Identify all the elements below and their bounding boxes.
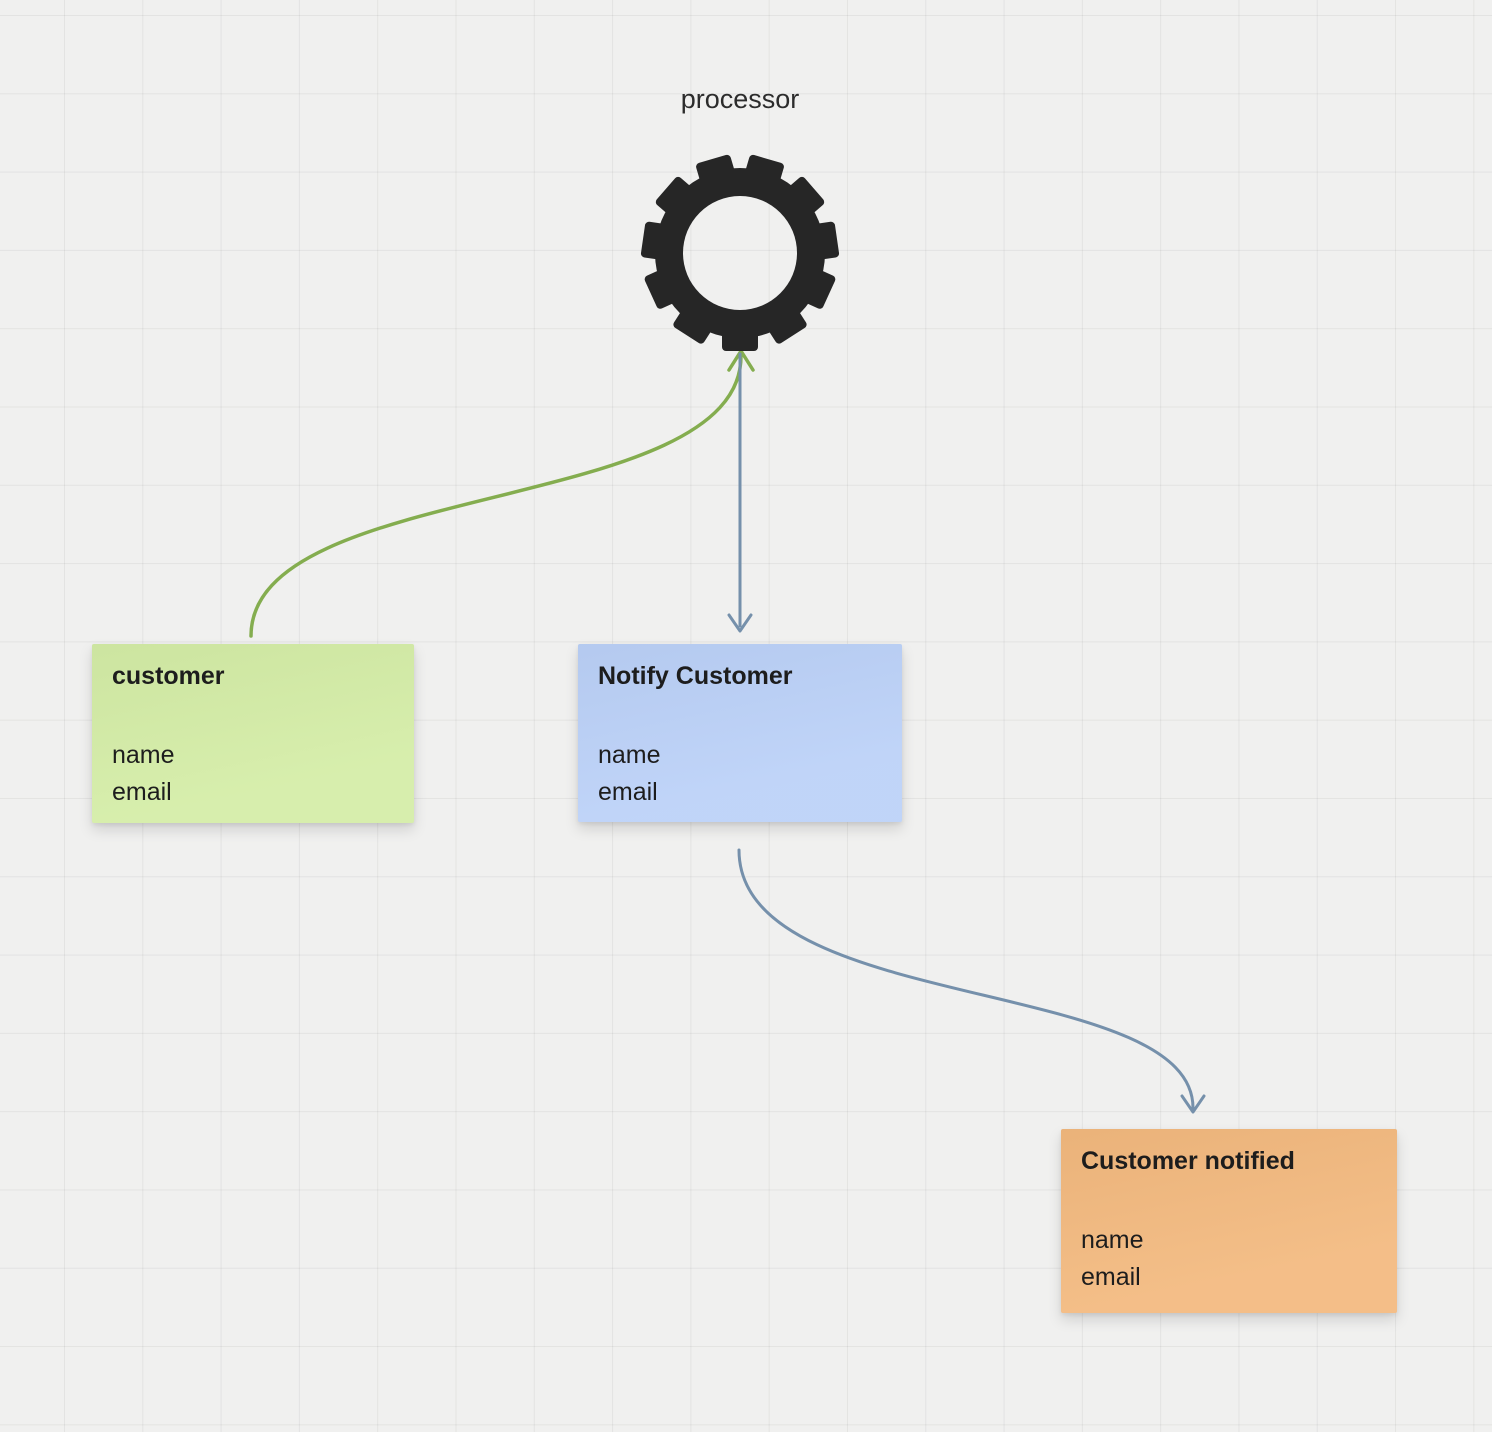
note-field-name: name: [1081, 1226, 1144, 1254]
arrowhead-down-icon[interactable]: [727, 613, 753, 633]
connector-notify-to-notified[interactable]: [737, 848, 1206, 1114]
note-field-email: email: [598, 778, 658, 806]
note-field-email: email: [1081, 1263, 1141, 1291]
sticky-note-customer-notified[interactable]: Customer notified name email: [1061, 1129, 1397, 1313]
arrowhead-down-icon[interactable]: [1180, 1094, 1206, 1114]
gear-shape[interactable]: [630, 143, 850, 363]
connector-customer-to-processor[interactable]: [249, 349, 755, 638]
connector-curve[interactable]: [737, 848, 1195, 1110]
sticky-note-notify-customer[interactable]: Notify Customer name email: [578, 644, 902, 822]
sticky-note-customer[interactable]: customer name email: [92, 644, 414, 823]
note-field-email: email: [112, 778, 172, 806]
processor-label: processor: [680, 84, 800, 114]
note-field-name: name: [112, 741, 175, 769]
note-title: Notify Customer: [598, 662, 793, 690]
connector-curve[interactable]: [249, 354, 743, 638]
note-title: customer: [112, 662, 225, 690]
gear-icon[interactable]: [630, 143, 850, 363]
note-field-name: name: [598, 741, 661, 769]
connector-processor-to-notify[interactable]: [727, 352, 753, 633]
note-title: Customer notified: [1081, 1147, 1295, 1175]
